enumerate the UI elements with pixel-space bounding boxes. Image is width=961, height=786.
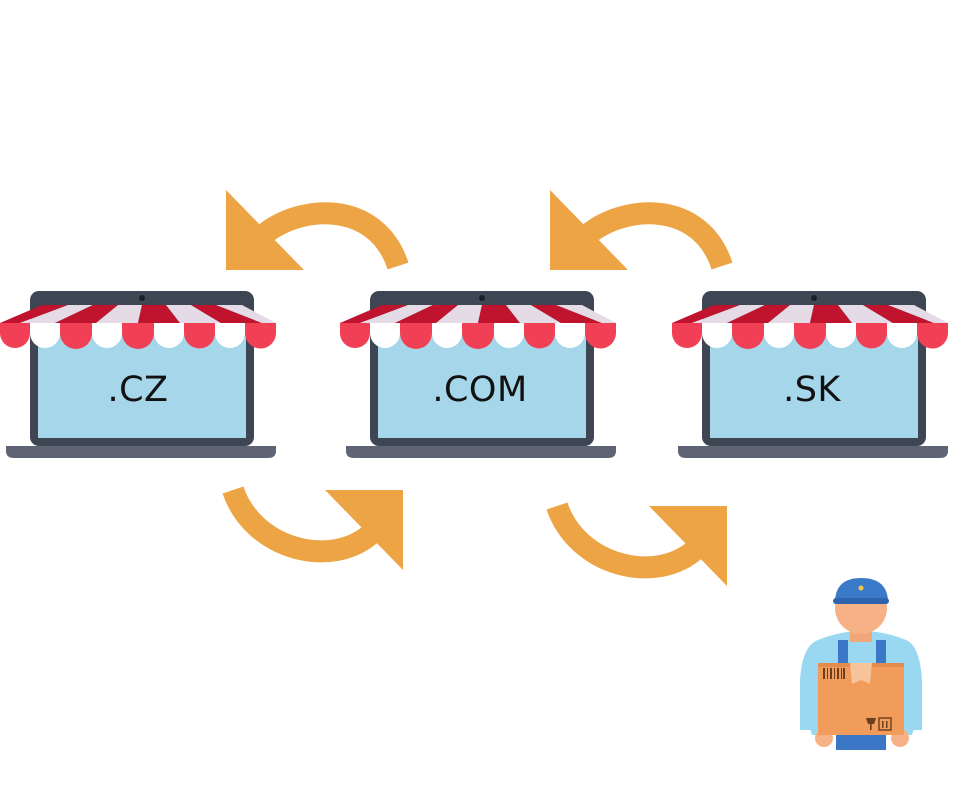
exchange-arrow-icon (557, 506, 727, 586)
exchange-arrow-icon (550, 190, 722, 270)
store-label-cz: .CZ (107, 370, 169, 410)
store-label-com: .COM (432, 370, 528, 410)
package-box-icon (818, 663, 904, 735)
exchange-arrow-icon (233, 490, 403, 570)
exchange-arrow-icon (226, 190, 398, 270)
store-label-sk: .SK (783, 370, 841, 410)
courier-icon (800, 578, 922, 750)
